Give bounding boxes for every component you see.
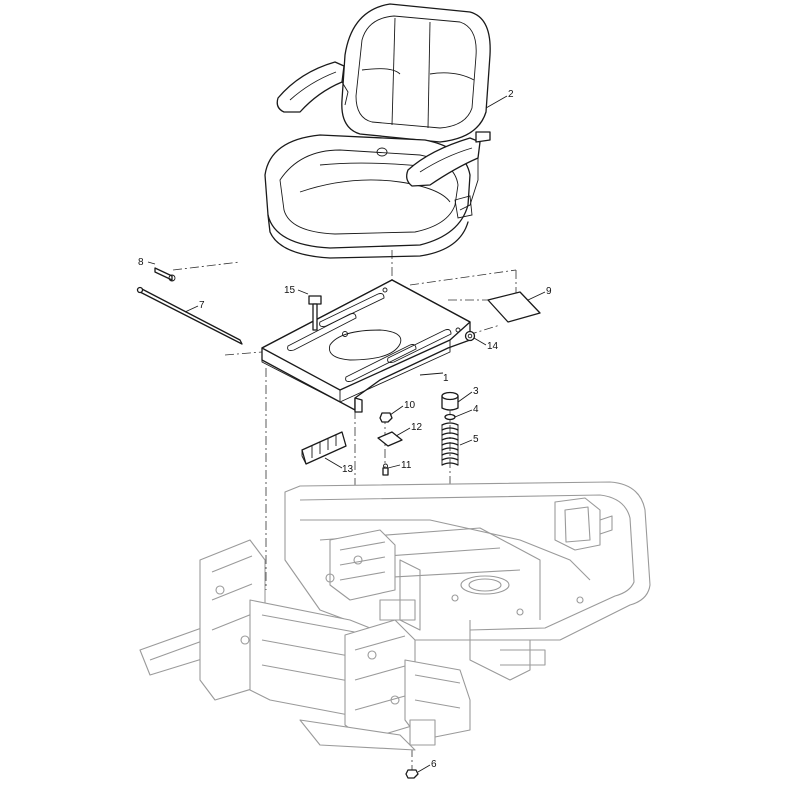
callout-9: 9 xyxy=(546,286,552,297)
callout-14: 14 xyxy=(487,341,499,352)
mower-frame xyxy=(284,481,651,681)
rubber-bumper xyxy=(441,391,459,411)
callout-4: 4 xyxy=(473,404,479,415)
callout-1: 1 xyxy=(443,373,449,384)
callout-5: 5 xyxy=(473,434,479,445)
callout-11: 11 xyxy=(401,460,412,471)
lock-nut-10 xyxy=(379,412,393,423)
battery-box-assembly xyxy=(139,539,471,751)
callout-12: 12 xyxy=(411,422,423,433)
callout-15: 15 xyxy=(284,285,296,296)
flange-nut-14 xyxy=(464,330,476,342)
adjustment-bracket xyxy=(301,431,347,465)
callout-2: 2 xyxy=(508,89,514,100)
compression-spring xyxy=(441,422,459,466)
decal xyxy=(487,291,541,323)
callout-6: 6 xyxy=(431,759,437,770)
pivot-rod xyxy=(136,286,243,345)
seat-mount-plate xyxy=(261,279,471,413)
washer xyxy=(444,413,456,421)
callout-13: 13 xyxy=(342,464,354,475)
lock-nut-6 xyxy=(405,769,419,779)
callout-7: 7 xyxy=(199,300,205,311)
callout-numbers: 1 2 3 4 5 6 7 8 9 10 11 12 13 14 15 xyxy=(138,89,552,770)
seat-assembly xyxy=(264,3,491,259)
callout-leaders xyxy=(147,95,546,773)
callout-3: 3 xyxy=(473,386,479,397)
spacer-bracket xyxy=(377,431,403,447)
callout-10: 10 xyxy=(404,400,416,411)
hair-pin xyxy=(154,267,176,282)
screw-11 xyxy=(382,463,389,476)
callout-8: 8 xyxy=(138,257,144,268)
bolt xyxy=(308,295,322,331)
